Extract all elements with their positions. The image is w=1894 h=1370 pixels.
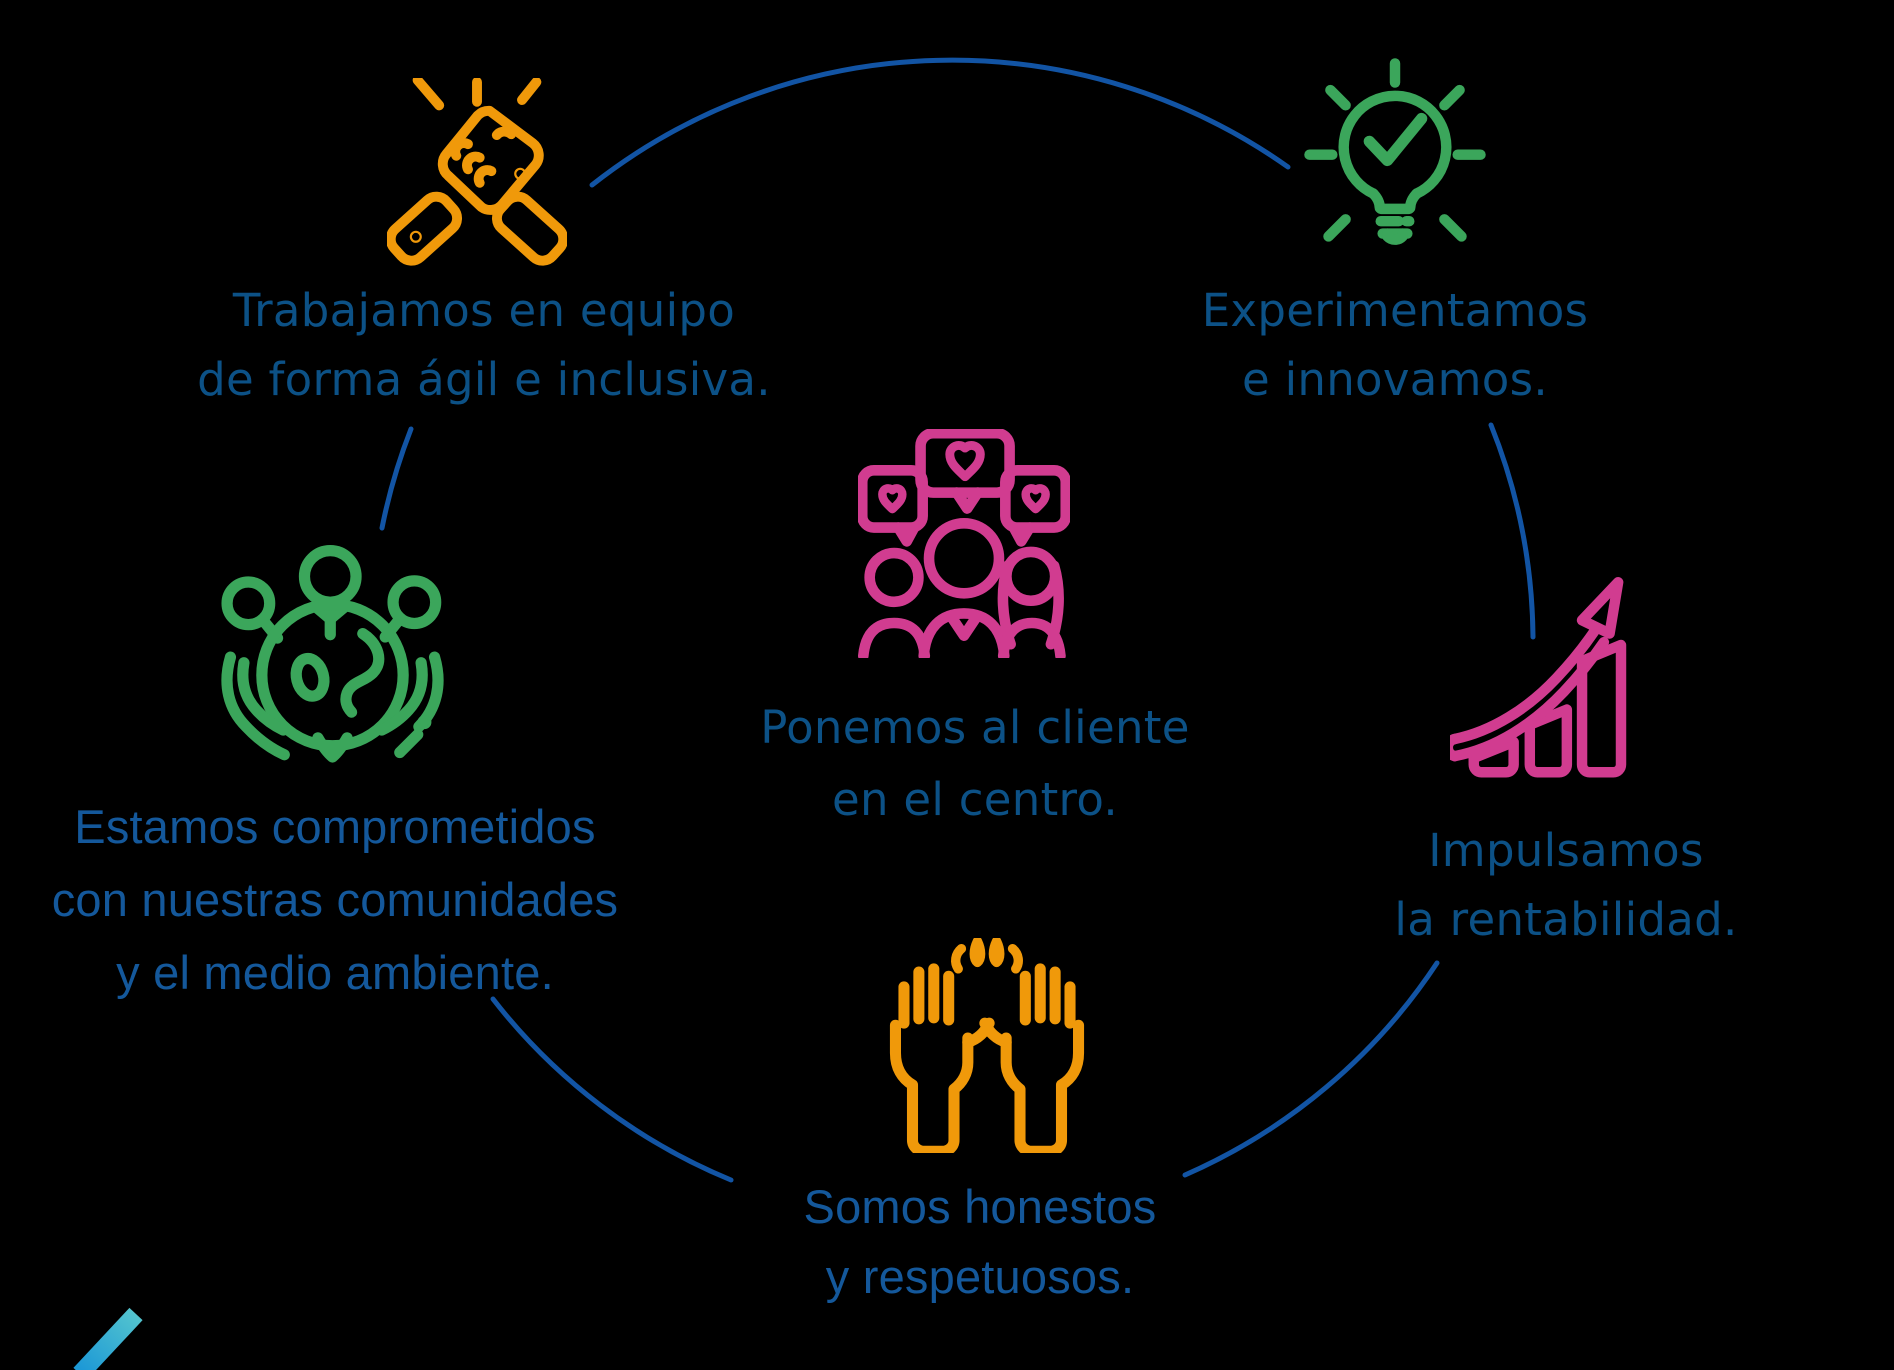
corner-brand-stroke	[73, 1307, 143, 1370]
value-line: Experimentamos	[1201, 284, 1589, 337]
lightbulb-check-icon	[1300, 53, 1490, 264]
value-line: Estamos comprometidos	[74, 800, 596, 853]
value-label-teamwork: Trabajamos en equipo de forma ágil e inc…	[134, 276, 834, 414]
value-line: y respetuosos.	[825, 1250, 1135, 1303]
arc-top	[589, 57, 1291, 188]
people-hearts-icon	[858, 429, 1070, 658]
raised-hands-icon	[880, 938, 1094, 1153]
value-line: la rentabilidad.	[1394, 893, 1738, 946]
value-label-innovation: Experimentamos e innovamos.	[1095, 276, 1695, 414]
value-line: Somos honestos	[803, 1180, 1157, 1233]
value-label-profitability: Impulsamos la rentabilidad.	[1266, 816, 1866, 954]
value-line: en el centro.	[831, 773, 1119, 826]
value-label-honesty: Somos honestos y respetuosos.	[680, 1172, 1280, 1312]
value-label-client: Ponemos al cliente en el centro.	[675, 692, 1275, 836]
value-line: Ponemos al cliente	[760, 701, 1190, 754]
value-line: Trabajamos en equipo	[232, 284, 736, 337]
arc-right	[1488, 422, 1536, 640]
earth-in-hands-icon	[220, 545, 445, 785]
arc-bottom-right	[1182, 960, 1440, 1178]
value-line: e innovamos.	[1242, 353, 1548, 406]
value-label-community: Estamos comprometidos con nuestras comun…	[0, 790, 686, 1009]
value-line: de forma ágil e inclusiva.	[197, 353, 771, 406]
growth-chart-icon	[1450, 566, 1640, 779]
arc-left	[379, 426, 414, 531]
value-line: Impulsamos	[1428, 824, 1704, 877]
value-line: y el medio ambiente.	[116, 946, 554, 999]
arc-bottom-left	[490, 996, 734, 1183]
fist-bump-icon	[387, 78, 567, 266]
value-line: con nuestras comunidades	[51, 873, 619, 926]
